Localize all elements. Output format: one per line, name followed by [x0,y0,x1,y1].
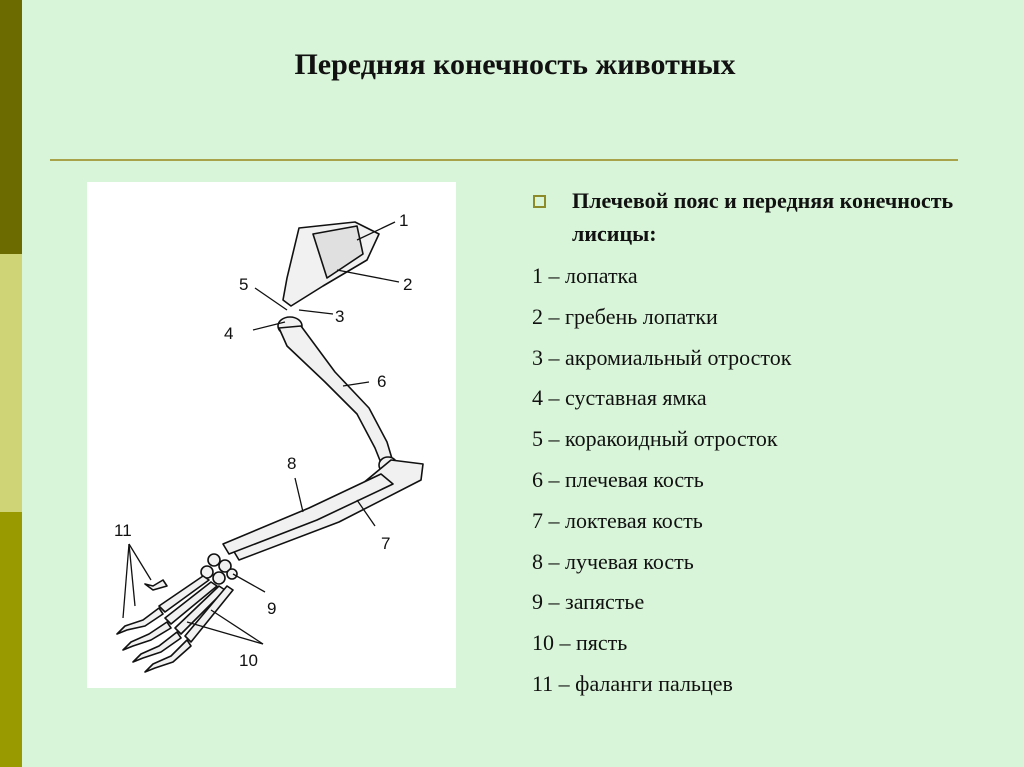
humerus-shape [278,325,394,469]
phalanges-shape [116,579,192,673]
square-bullet-icon [533,195,546,208]
figure-label-10: 10 [239,651,258,670]
figure-label-11: 11 [114,521,132,540]
sidebar-stripe-top [0,0,22,254]
title-divider [50,159,958,161]
legend-item: 8 – лучевая кость [532,548,694,574]
legend-item: 7 – локтевая кость [532,507,703,533]
figure-label-4: 4 [224,324,233,343]
legend-heading-row: Плечевой пояс и передняя конечность лиси… [532,184,1002,250]
legend-item: 9 – запястье [532,589,645,615]
sidebar-stripe-middle [0,254,22,512]
figure-label-9: 9 [267,599,276,618]
figure-label-5: 5 [239,275,248,294]
figure-label-2: 2 [403,275,412,294]
figure-label-6: 6 [377,372,386,391]
legend-item: 11 – фаланги пальцев [532,670,733,696]
sidebar-stripe-bottom [0,512,22,767]
legend-item: 6 – плечевая кость [532,466,704,492]
legend-item: 10 – пясть [532,630,628,656]
scapula-spine-shape [312,225,364,279]
legend-item: 4 – суставная ямка [532,385,707,411]
legend-item: 3 – акромиальный отросток [532,344,792,370]
legend-heading: Плечевой пояс и передняя конечность лиси… [572,188,954,246]
legend-item: 1 – лопатка [532,263,638,288]
legend-item: 2 – гребень лопатки [532,303,718,329]
carpus-shape [200,553,238,585]
slide-title: Передняя конечность животных [294,48,736,81]
figure-label-1: 1 [399,211,408,230]
legend-panel: Плечевой пояс и передняя конечность лиси… [532,184,1002,705]
legend-item: 5 – коракоидный отросток [532,426,778,452]
figure-label-3: 3 [335,307,344,326]
skeleton-drawing: 1 2 3 4 5 6 7 8 9 10 11 [114,211,424,673]
radius-shape [222,473,394,555]
fox-forelimb-figure: 1 2 3 4 5 6 7 8 9 10 11 [87,182,456,688]
metacarpus-shape [158,575,234,643]
figure-label-8: 8 [287,454,296,473]
figure-label-7: 7 [381,534,390,553]
